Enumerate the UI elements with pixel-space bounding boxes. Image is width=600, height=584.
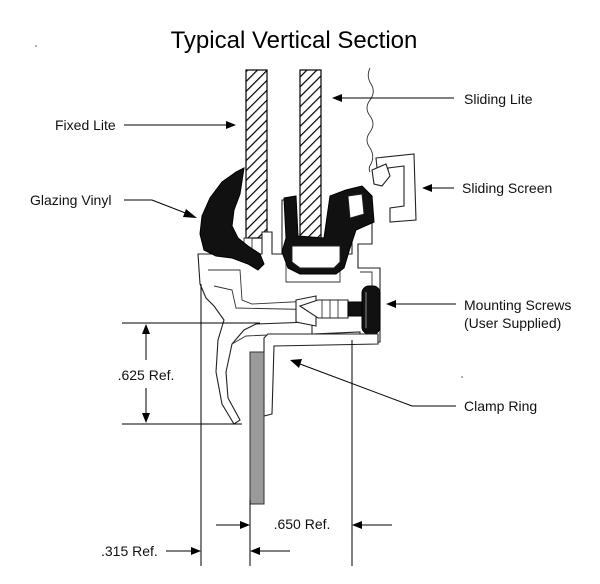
dimension-650: .650 Ref. — [216, 516, 392, 532]
dimension-625: .625 Ref. — [118, 324, 175, 423]
label-mounting-screws: Mounting Screws (User Supplied) — [386, 297, 571, 331]
fixed-lite-glass — [245, 69, 268, 239]
sliding-screen-mesh — [366, 67, 374, 173]
dimension-315-text: .315 Ref. — [101, 543, 158, 559]
glazing-vinyl-label: Glazing Vinyl — [30, 192, 111, 208]
clamp-ring-flange — [249, 351, 265, 505]
clamp-ring — [249, 333, 379, 505]
reference-lines — [122, 284, 353, 566]
sliding-screen-label: Sliding Screen — [462, 180, 552, 196]
mounting-screws-label-line2: (User Supplied) — [464, 315, 561, 331]
dimension-315: .315 Ref. — [101, 543, 290, 559]
label-clamp-ring: Clamp Ring — [290, 359, 537, 414]
sliding-lite-glass — [299, 69, 322, 243]
label-sliding-lite: Sliding Lite — [332, 91, 533, 107]
label-sliding-screen: Sliding Screen — [422, 180, 552, 196]
screen-spline — [371, 163, 391, 187]
glazing-vinyl-gasket — [199, 167, 265, 271]
mounting-screw — [298, 285, 381, 335]
scan-dot — [35, 45, 37, 47]
sliding-sash-rail — [281, 185, 375, 275]
fixed-lite-label: Fixed Lite — [55, 117, 116, 133]
label-glazing-vinyl: Glazing Vinyl — [30, 192, 197, 218]
mounting-screws-label-line1: Mounting Screws — [464, 297, 571, 313]
scan-dot — [461, 376, 463, 378]
label-fixed-lite: Fixed Lite — [55, 117, 236, 133]
dimension-625-text: .625 Ref. — [118, 367, 175, 383]
dimension-650-text: .650 Ref. — [274, 516, 331, 532]
diagram-title: Typical Vertical Section — [171, 27, 418, 54]
clamp-ring-label: Clamp Ring — [464, 398, 537, 414]
sliding-screen-frame — [375, 153, 417, 223]
sliding-lite-label: Sliding Lite — [464, 91, 533, 107]
